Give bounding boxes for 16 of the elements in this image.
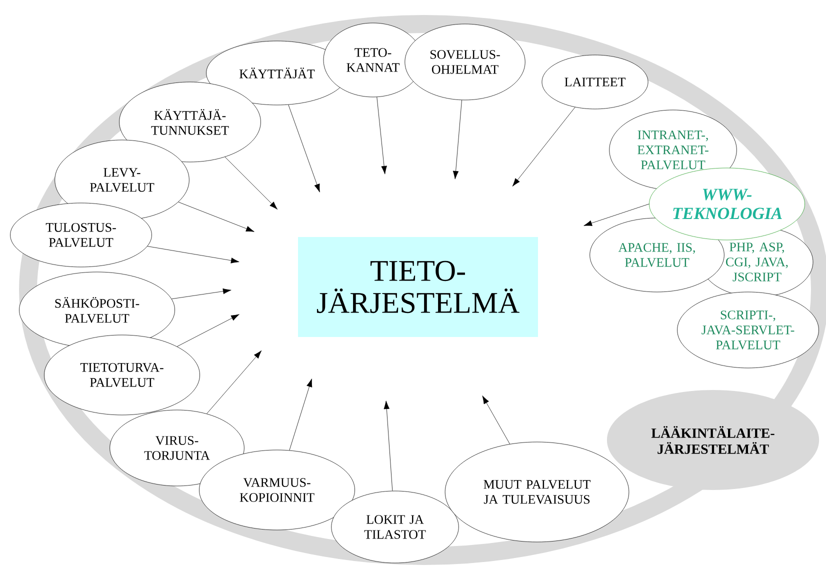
arrow: [376, 96, 387, 174]
arrow: [584, 204, 650, 226]
node-label: LOKIT JA TILASTOT: [364, 515, 426, 539]
arrow: [176, 314, 240, 347]
arrow: [206, 350, 262, 414]
arrow: [178, 202, 254, 232]
arrow: [289, 378, 312, 450]
arrow: [288, 104, 320, 192]
arrow: [147, 246, 240, 264]
arrow: [224, 156, 278, 210]
arrow: [512, 107, 576, 186]
system-box: TIETO- JÄRJESTELMÄ: [298, 236, 538, 337]
arrow: [452, 100, 462, 180]
arrow: [171, 288, 232, 300]
arrow: [384, 400, 393, 492]
arrow: [482, 396, 510, 444]
